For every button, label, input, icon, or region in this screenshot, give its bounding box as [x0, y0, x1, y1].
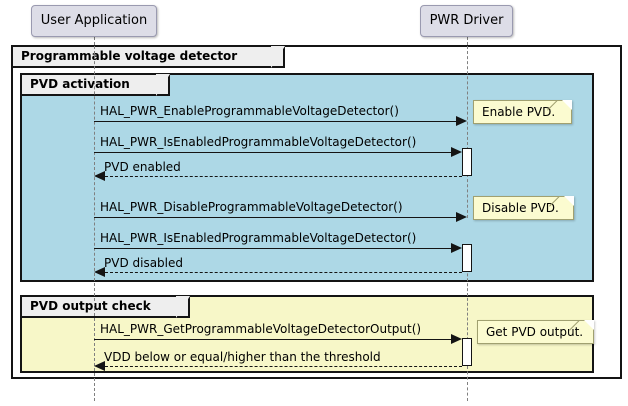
activation-bar-is-enabled-2 [462, 244, 472, 272]
message-arrowhead-is-enabled-call-1 [451, 147, 462, 157]
message-line-get-output-call [94, 339, 452, 340]
group-label-pvd-activation: PVD activation [22, 74, 170, 96]
message-arrowhead-vdd-threshold-return [94, 361, 105, 371]
activation-bar-get-output [462, 338, 472, 366]
message-arrowhead-is-enabled-call-2 [451, 243, 462, 253]
message-label-vdd-threshold-return: VDD below or equal/higher than the thres… [104, 350, 381, 364]
message-line-is-enabled-call-2 [94, 248, 452, 249]
lifeline-pwr-driver [467, 37, 468, 45]
group-label-programmable-voltage-detector: Programmable voltage detector [13, 46, 285, 68]
note-fold-icon [564, 196, 574, 206]
message-arrowhead-get-output-call [451, 334, 462, 344]
message-label-is-enabled-call-1: HAL_PWR_IsEnabledProgrammableVoltageDete… [100, 135, 416, 149]
participant-pwr-driver[interactable]: PWR Driver [420, 5, 513, 37]
message-label-pvd-enabled-return: PVD enabled [104, 160, 181, 174]
message-text: HAL_PWR_DisableProgrammableVoltageDetect… [100, 200, 403, 214]
note-fold-icon [562, 100, 572, 110]
lifeline-pwr-driver-seg2 [467, 174, 468, 218]
message-text: HAL_PWR_IsEnabledProgrammableVoltageDete… [100, 135, 417, 149]
message-arrowhead-disable-pvd-call [456, 212, 467, 222]
lifeline-user-application-seg1 [94, 46, 95, 281]
lifeline-user-application-seg2 [94, 283, 95, 401]
participant-user-application[interactable]: User Application [31, 5, 157, 37]
message-line-enable-pvd-call [94, 121, 457, 122]
note-disable-pvd: Disable PVD. [473, 196, 574, 220]
group-label-text: Programmable voltage detector [21, 49, 238, 63]
message-line-disable-pvd-call [94, 217, 457, 218]
note-get-pvd-output: Get PVD output. [477, 320, 594, 344]
message-label-get-output-call: HAL_PWR_GetProgrammableVoltageDetectorOu… [100, 322, 421, 336]
message-line-pvd-disabled-return [105, 272, 462, 273]
lifeline-pwr-driver-seg3 [467, 244, 468, 345]
note-text: Disable PVD. [482, 201, 559, 215]
message-arrowhead-pvd-disabled-return [94, 267, 105, 277]
message-label-pvd-disabled-return: PVD disabled [104, 256, 183, 270]
group-label-pvd-output-check: PVD output check [22, 296, 190, 318]
lifeline-pwr-driver-seg1 [467, 46, 468, 150]
group-programmable-voltage-detector [11, 45, 622, 379]
message-label-enable-pvd-call: HAL_PWR_EnableProgrammableVoltageDetecto… [100, 104, 399, 118]
message-text: PVD enabled [104, 160, 181, 174]
message-line-vdd-threshold-return [105, 366, 462, 367]
note-text: Get PVD output. [486, 325, 584, 339]
participant-label: PWR Driver [429, 13, 504, 28]
message-arrowhead-pvd-enabled-return [94, 171, 105, 181]
group-label-text: PVD activation [30, 77, 130, 91]
note-enable-pvd: Enable PVD. [473, 100, 572, 124]
group-label-text: PVD output check [30, 299, 151, 313]
message-text: VDD below or equal/higher than the thres… [104, 350, 381, 364]
message-arrowhead-enable-pvd-call [456, 116, 467, 126]
message-label-disable-pvd-call: HAL_PWR_DisableProgrammableVoltageDetect… [100, 200, 403, 214]
message-text: HAL_PWR_IsEnabledProgrammableVoltageDete… [100, 231, 417, 245]
message-text: PVD disabled [104, 256, 184, 270]
lifeline-pwr-driver-seg4 [467, 366, 468, 401]
message-line-is-enabled-call-1 [94, 152, 452, 153]
message-label-is-enabled-call-2: HAL_PWR_IsEnabledProgrammableVoltageDete… [100, 231, 416, 245]
note-fold-icon [584, 320, 594, 330]
message-text: HAL_PWR_EnableProgrammableVoltageDetecto… [100, 104, 399, 118]
participant-label: User Application [40, 13, 148, 28]
note-text: Enable PVD. [482, 105, 556, 119]
message-line-pvd-enabled-return [105, 176, 462, 177]
lifeline-user-application [94, 37, 95, 45]
activation-bar-is-enabled-1 [462, 148, 472, 176]
message-text: HAL_PWR_GetProgrammableVoltageDetectorOu… [100, 322, 422, 336]
